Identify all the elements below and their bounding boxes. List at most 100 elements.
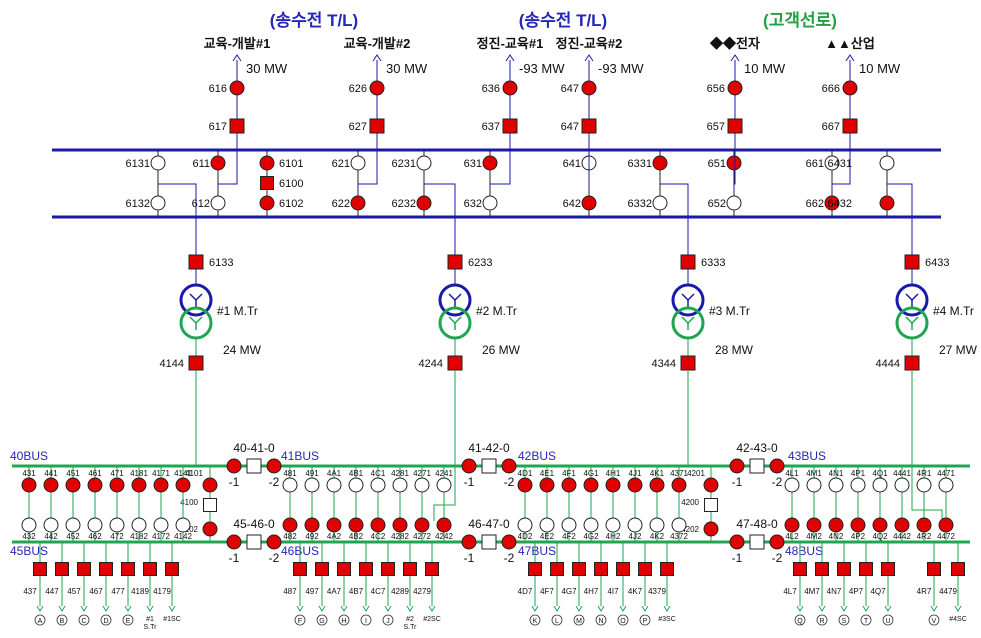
tie-breaker-right[interactable]	[501, 458, 517, 474]
vertical-tie-switch[interactable]	[704, 498, 718, 512]
hv-breaker-top[interactable]	[210, 155, 226, 171]
feeder-switch[interactable]	[369, 118, 385, 134]
outgoing-switch[interactable]	[951, 562, 965, 576]
lv-breaker-bottom[interactable]	[65, 517, 81, 533]
lv-breaker-top[interactable]	[348, 477, 364, 493]
hv-breaker-top[interactable]	[416, 155, 432, 171]
vertical-tie-breaker-bottom[interactable]	[202, 521, 218, 537]
lv-breaker-top[interactable]	[326, 477, 342, 493]
outgoing-switch[interactable]	[337, 562, 351, 576]
lv-breaker-top[interactable]	[43, 477, 59, 493]
bus-tie-switch[interactable]	[260, 176, 274, 190]
outgoing-switch[interactable]	[859, 562, 873, 576]
tie-breaker-right[interactable]	[769, 458, 785, 474]
lv-breaker-top[interactable]	[87, 477, 103, 493]
lv-breaker-bottom[interactable]	[671, 517, 687, 533]
lv-breaker-bottom[interactable]	[175, 517, 191, 533]
lv-breaker-bottom[interactable]	[414, 517, 430, 533]
tie-breaker-right[interactable]	[501, 534, 517, 550]
lv-breaker-top[interactable]	[894, 477, 910, 493]
outgoing-switch[interactable]	[837, 562, 851, 576]
lv-breaker-top[interactable]	[916, 477, 932, 493]
outgoing-switch[interactable]	[927, 562, 941, 576]
transformer-lv-switch[interactable]	[680, 355, 696, 371]
lv-breaker-bottom[interactable]	[916, 517, 932, 533]
outgoing-switch[interactable]	[359, 562, 373, 576]
hv-breaker-bottom[interactable]	[726, 195, 742, 211]
tie-breaker-right[interactable]	[266, 458, 282, 474]
lv-breaker-bottom[interactable]	[806, 517, 822, 533]
feeder-breaker-1[interactable]	[842, 80, 858, 96]
lv-breaker-bottom[interactable]	[392, 517, 408, 533]
lv-breaker-top[interactable]	[392, 477, 408, 493]
hv-breaker-bottom[interactable]	[416, 195, 432, 211]
tie-switch[interactable]	[749, 458, 765, 474]
lv-breaker-bottom[interactable]	[109, 517, 125, 533]
lv-breaker-bottom[interactable]	[784, 517, 800, 533]
outgoing-switch[interactable]	[616, 562, 630, 576]
lv-breaker-bottom[interactable]	[153, 517, 169, 533]
outgoing-switch[interactable]	[381, 562, 395, 576]
tie-breaker-left[interactable]	[461, 458, 477, 474]
lv-breaker-bottom[interactable]	[938, 517, 954, 533]
feeder-breaker-1[interactable]	[727, 80, 743, 96]
outgoing-switch[interactable]	[293, 562, 307, 576]
vertical-tie-breaker-top[interactable]	[703, 477, 719, 493]
transformer-hv-switch[interactable]	[904, 254, 920, 270]
hv-breaker-top[interactable]	[482, 155, 498, 171]
lv-breaker-top[interactable]	[436, 477, 452, 493]
lv-breaker-top[interactable]	[561, 477, 577, 493]
lv-breaker-bottom[interactable]	[436, 517, 452, 533]
hv-breaker-top[interactable]	[726, 155, 742, 171]
lv-breaker-bottom[interactable]	[850, 517, 866, 533]
hv-breaker-bottom[interactable]	[150, 195, 166, 211]
tie-switch[interactable]	[481, 534, 497, 550]
lv-breaker-bottom[interactable]	[326, 517, 342, 533]
outgoing-switch[interactable]	[881, 562, 895, 576]
tie-breaker-right[interactable]	[769, 534, 785, 550]
lv-breaker-bottom[interactable]	[43, 517, 59, 533]
lv-breaker-top[interactable]	[109, 477, 125, 493]
lv-breaker-top[interactable]	[517, 477, 533, 493]
outgoing-switch[interactable]	[594, 562, 608, 576]
hv-breaker-bottom[interactable]	[581, 195, 597, 211]
feeder-breaker-1[interactable]	[502, 80, 518, 96]
lv-breaker-top[interactable]	[282, 477, 298, 493]
outgoing-switch[interactable]	[121, 562, 135, 576]
tie-switch[interactable]	[246, 534, 262, 550]
tie-switch[interactable]	[749, 534, 765, 550]
transformer-lv-switch[interactable]	[188, 355, 204, 371]
tie-switch[interactable]	[481, 458, 497, 474]
tie-breaker-left[interactable]	[729, 534, 745, 550]
outgoing-switch[interactable]	[33, 562, 47, 576]
lv-breaker-top[interactable]	[304, 477, 320, 493]
lv-breaker-top[interactable]	[131, 477, 147, 493]
transformer-lv-switch[interactable]	[904, 355, 920, 371]
outgoing-switch[interactable]	[793, 562, 807, 576]
hv-breaker-bottom[interactable]	[652, 195, 668, 211]
tie-breaker-left[interactable]	[226, 458, 242, 474]
hv-breaker-bottom[interactable]	[350, 195, 366, 211]
lv-breaker-top[interactable]	[872, 477, 888, 493]
lv-breaker-bottom[interactable]	[21, 517, 37, 533]
hv-breaker-top[interactable]	[350, 155, 366, 171]
lv-breaker-top[interactable]	[938, 477, 954, 493]
tie-breaker-left[interactable]	[226, 534, 242, 550]
outgoing-switch[interactable]	[815, 562, 829, 576]
lv-breaker-bottom[interactable]	[87, 517, 103, 533]
hv-breaker-bottom[interactable]	[210, 195, 226, 211]
outgoing-switch[interactable]	[99, 562, 113, 576]
transformer-lv-switch[interactable]	[447, 355, 463, 371]
outgoing-switch[interactable]	[143, 562, 157, 576]
feeder-breaker-1[interactable]	[581, 80, 597, 96]
feeder-switch[interactable]	[502, 118, 518, 134]
outgoing-switch[interactable]	[550, 562, 564, 576]
lv-breaker-bottom[interactable]	[605, 517, 621, 533]
lv-breaker-top[interactable]	[806, 477, 822, 493]
lv-breaker-top[interactable]	[414, 477, 430, 493]
vertical-tie-switch[interactable]	[203, 498, 217, 512]
hv-breaker-top[interactable]	[879, 155, 895, 171]
lv-breaker-top[interactable]	[605, 477, 621, 493]
outgoing-switch[interactable]	[638, 562, 652, 576]
lv-breaker-bottom[interactable]	[561, 517, 577, 533]
